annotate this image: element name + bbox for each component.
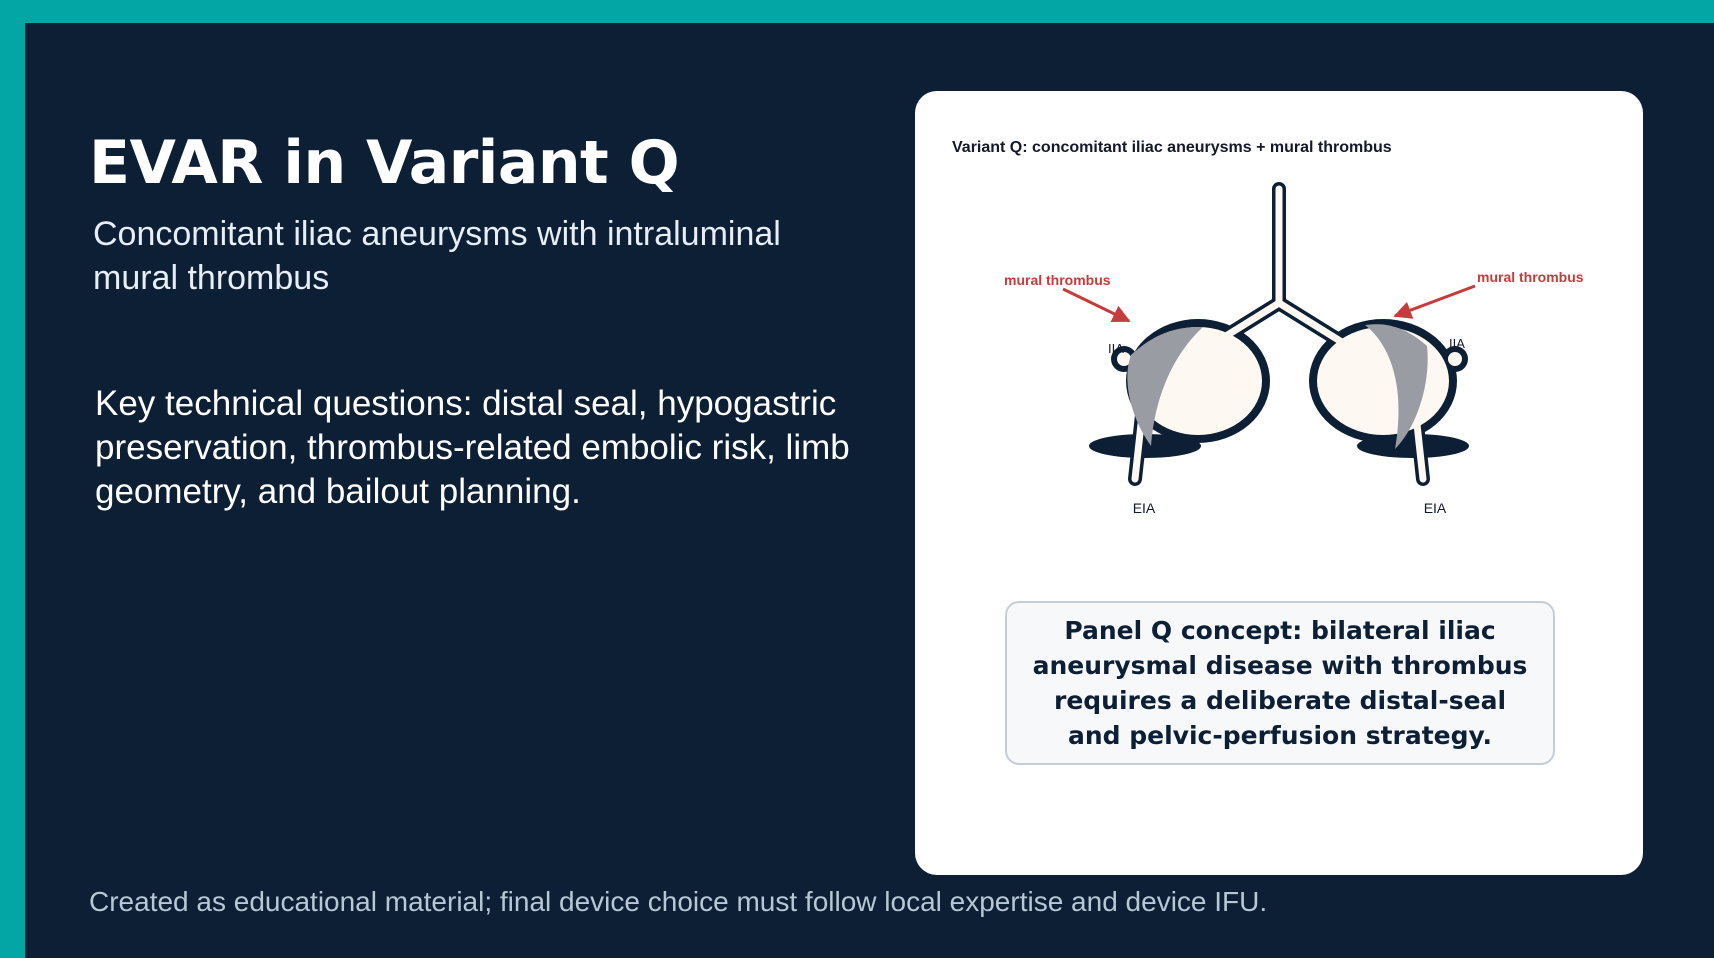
accent-bar-top (0, 0, 1714, 23)
concept-text: Panel Q concept: bilateral iliac aneurys… (1032, 616, 1528, 750)
key-questions-text: Key technical questions: distal seal, hy… (95, 384, 850, 511)
concept-box: Panel Q concept: bilateral iliac aneurys… (1005, 601, 1555, 765)
iia-label-right: IIA (1449, 336, 1465, 351)
thrombus-label-left: mural thrombus (1004, 272, 1111, 288)
eia-label-right: EIA (1424, 500, 1447, 516)
thrombus-right (1365, 324, 1428, 449)
figure-card: Variant Q: concomitant iliac aneurysms +… (915, 91, 1643, 875)
accent-bar-left (0, 0, 25, 958)
arrow-icon (1062, 284, 1476, 323)
eia-label-left: EIA (1133, 500, 1156, 516)
slide-title: EVAR in Variant Q (89, 128, 680, 198)
figure-title: Variant Q: concomitant iliac aneurysms +… (952, 139, 1392, 156)
slide-subtitle: Concomitant iliac aneurysms with intralu… (93, 215, 781, 297)
thrombus-left (1127, 327, 1203, 446)
footer-disclaimer: Created as educational material; final d… (89, 886, 1268, 917)
iia-label-left: IIA (1108, 341, 1124, 356)
thrombus-label-right: mural thrombus (1477, 269, 1584, 285)
iliac-aneurysm-diagram: mural thrombus mural thrombus IIA IIA EI… (1004, 182, 1584, 516)
